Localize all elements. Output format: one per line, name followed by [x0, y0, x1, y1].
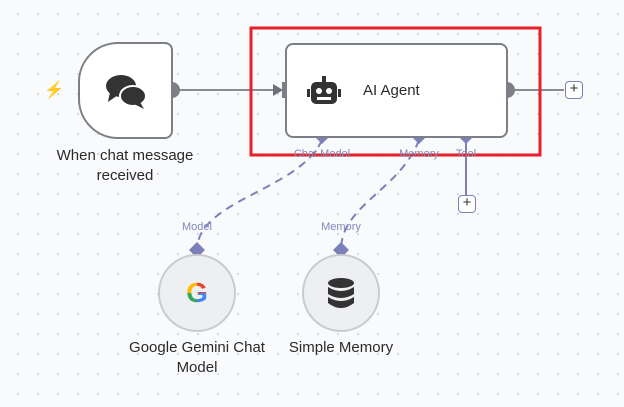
memory-label: Simple Memory: [288, 339, 394, 356]
model-connection: [196, 139, 323, 251]
port-label-tool: Tool: [455, 148, 477, 160]
ai-agent-node[interactable]: AI Agent: [285, 43, 508, 138]
database-icon: [328, 278, 354, 308]
add-next-node-button[interactable]: +: [565, 81, 583, 99]
port-label-chat-model: Chat Model: [293, 148, 351, 160]
lightning-icon: ⚡: [44, 82, 64, 99]
chat-bubbles-icon: [105, 74, 147, 109]
robot-icon: [307, 75, 341, 104]
gemini-port-label: Model: [182, 221, 212, 233]
memory-port-label: Memory: [321, 221, 361, 233]
gemini-node[interactable]: G: [158, 254, 236, 332]
agent-title: AI Agent: [363, 82, 420, 99]
highlight-box: [249, 26, 542, 157]
trigger-node[interactable]: [78, 42, 173, 139]
port-label-memory: Memory: [399, 148, 439, 160]
trigger-label: When chat message received: [56, 147, 194, 184]
arrow-head: [273, 84, 283, 96]
google-icon: G: [186, 277, 208, 308]
memory-node[interactable]: [302, 254, 380, 332]
gemini-label: Google Gemini Chat Model: [129, 339, 265, 376]
add-tool-button[interactable]: +: [458, 195, 476, 213]
